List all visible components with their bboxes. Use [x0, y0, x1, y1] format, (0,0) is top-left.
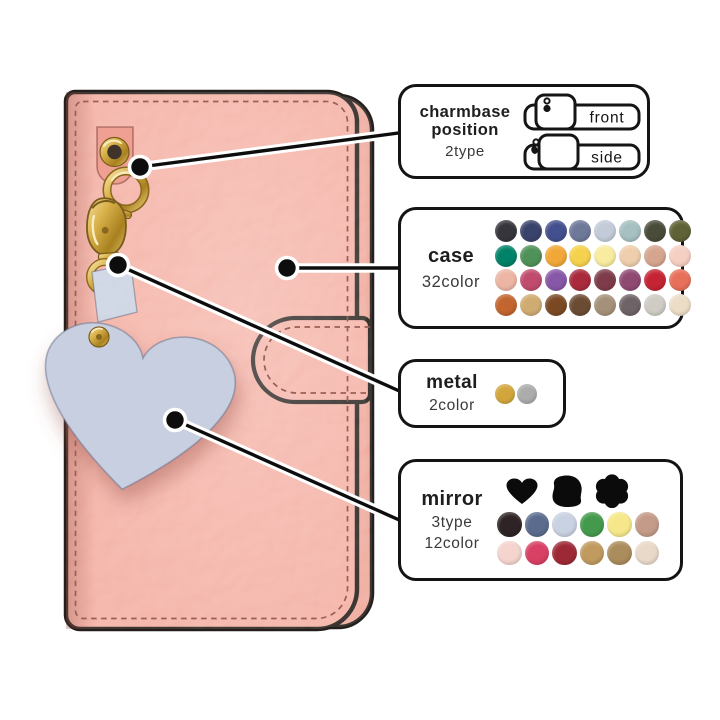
- color-swatch: [544, 219, 567, 242]
- color-swatch: [495, 269, 517, 292]
- color-swatch: [634, 512, 659, 537]
- color-swatch: [643, 269, 666, 292]
- color-swatch: [668, 219, 691, 242]
- strap-ring: [102, 166, 150, 214]
- color-swatch: [579, 540, 604, 565]
- color-swatch: [594, 244, 617, 267]
- callout-dot-mirror: [162, 407, 188, 433]
- case-color-count: 32color: [421, 272, 481, 291]
- color-swatch: [495, 219, 517, 242]
- color-swatch: [607, 512, 632, 537]
- color-swatch: [643, 219, 666, 242]
- heart-shape-icon: [506, 478, 538, 504]
- side-position-icon: side: [523, 133, 641, 170]
- color-swatch: [544, 294, 567, 317]
- case-color-swatches: [495, 219, 691, 317]
- metal-color-swatches: [495, 383, 537, 404]
- case-title: case: [427, 244, 475, 267]
- heart-charm: [44, 265, 237, 491]
- mirror-title: mirror: [421, 487, 483, 510]
- color-swatch: [618, 294, 641, 317]
- color-swatch: [643, 244, 666, 267]
- color-swatch: [495, 294, 517, 317]
- flap-stitching: [263, 326, 370, 394]
- metal-color-count: 2color: [429, 397, 475, 414]
- color-swatch: [643, 294, 666, 317]
- color-swatch: [594, 294, 617, 317]
- metal-color-panel: metal 2color: [398, 359, 566, 428]
- color-swatch: [668, 294, 691, 317]
- color-swatch: [495, 244, 517, 267]
- color-swatch: [594, 219, 617, 242]
- mirror-type-count: 3type: [431, 513, 473, 531]
- color-swatch: [497, 512, 522, 537]
- stitching: [74, 100, 349, 620]
- color-swatch: [634, 540, 659, 565]
- front-position-icon: front: [523, 93, 641, 130]
- color-swatch: [552, 540, 577, 565]
- color-swatch: [552, 512, 577, 537]
- callout-dot-metal: [105, 252, 131, 278]
- color-swatch: [668, 269, 691, 292]
- color-swatch: [524, 512, 549, 537]
- color-swatch: [519, 269, 542, 292]
- color-swatch: [569, 294, 592, 317]
- color-swatch: [579, 512, 604, 537]
- callout-line-metal: [116, 263, 408, 396]
- color-swatch: [618, 219, 641, 242]
- color-swatch: [618, 244, 641, 267]
- callout-line-charmbase: [138, 130, 408, 169]
- color-swatch: [519, 219, 542, 242]
- color-swatch: [524, 540, 549, 565]
- mirror-color-count: 12color: [424, 534, 480, 552]
- mirror-color-swatches: [497, 512, 659, 565]
- front-label: front: [589, 109, 624, 126]
- flower-shape-icon: [595, 474, 629, 508]
- color-swatch: [618, 269, 641, 292]
- round-shape-icon: [552, 475, 582, 507]
- callout-dot-case: [274, 255, 300, 281]
- color-swatch: [569, 269, 592, 292]
- color-swatch: [668, 244, 691, 267]
- charmbase-title-line1: charmbase: [419, 103, 511, 121]
- metal-title: metal: [426, 372, 478, 393]
- case-color-panel: case 32color: [398, 207, 691, 329]
- mirror-panel: mirror 3type 12color: [398, 459, 683, 581]
- color-swatch: [569, 244, 592, 267]
- callout-dot-charmbase: [127, 154, 153, 180]
- callout-lines: [105, 127, 411, 528]
- color-swatch: [497, 540, 522, 565]
- charmbase-type-count: 2type: [445, 143, 485, 160]
- color-swatch: [607, 540, 632, 565]
- side-label: side: [591, 149, 623, 166]
- charmbase-position-panel: charmbase position 2type front side: [398, 84, 650, 179]
- color-swatch: [516, 383, 537, 404]
- color-swatch: [544, 244, 567, 267]
- charmbase-title-line2: position: [431, 121, 499, 139]
- callout-line-mirror: [173, 418, 408, 525]
- color-swatch: [569, 219, 592, 242]
- color-swatch: [544, 269, 567, 292]
- color-swatch: [519, 294, 542, 317]
- color-swatch: [495, 383, 515, 404]
- color-swatch: [594, 269, 617, 292]
- color-swatch: [519, 244, 542, 267]
